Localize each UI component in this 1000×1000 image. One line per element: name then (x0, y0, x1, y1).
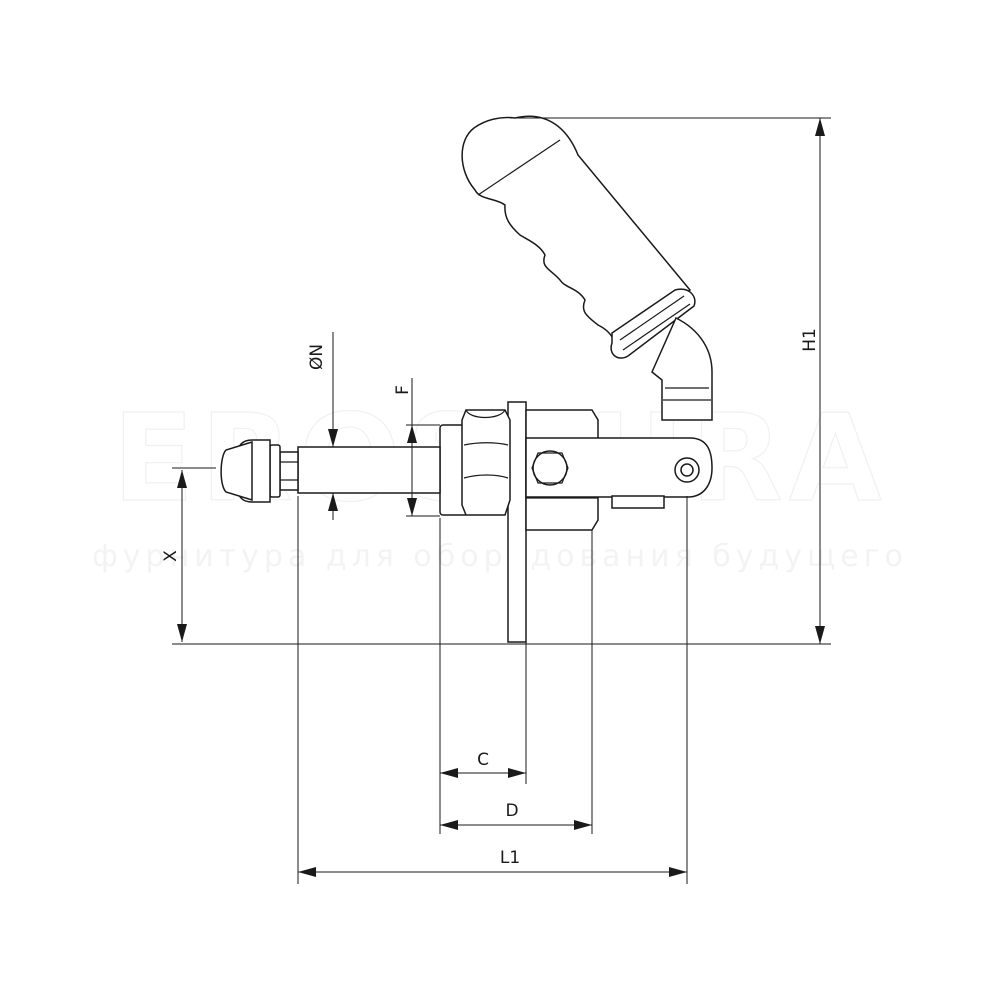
label-x: X (161, 550, 181, 562)
dimension-n: ØN (307, 332, 338, 520)
dimension-d: D (440, 801, 592, 830)
reference-lines (172, 117, 831, 884)
dimension-h1: H1 (800, 118, 825, 644)
watermark-tagline: фурнитура для оборудования будущего (92, 539, 908, 574)
dimension-l1: L1 (298, 848, 687, 877)
dimension-c: C (440, 750, 526, 778)
dimension-f: F (393, 378, 417, 516)
pivot-pin (674, 457, 700, 483)
pivot-bolt (531, 450, 569, 486)
label-n: ØN (307, 344, 327, 370)
label-h1: H1 (800, 328, 820, 352)
plunger-shaft (297, 446, 441, 494)
spindle-tip (220, 439, 299, 503)
label-c: C (477, 750, 489, 770)
label-l1: L1 (500, 848, 520, 868)
label-f: F (393, 385, 413, 395)
label-d: D (505, 801, 518, 821)
front-hex-nut (439, 409, 511, 516)
clamp-body (525, 437, 713, 509)
handle-grip (461, 115, 696, 359)
dimension-x: X (161, 470, 187, 642)
handle-shank (651, 316, 713, 421)
